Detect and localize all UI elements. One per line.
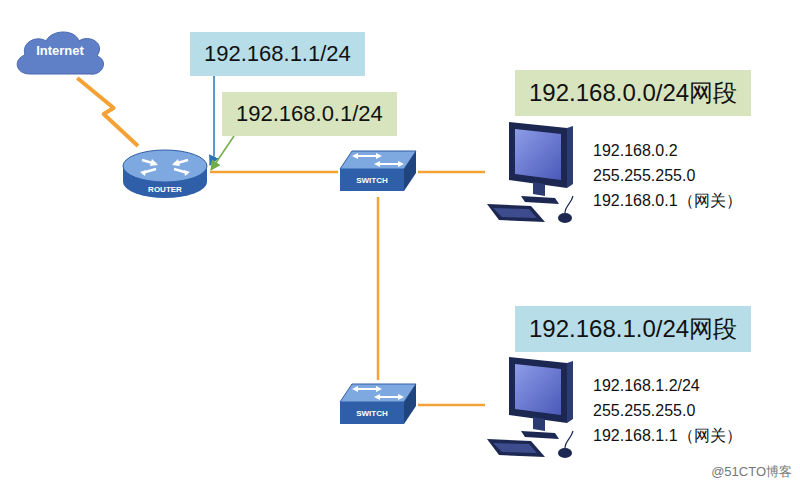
- address-block: 192.168.1.2/24255.255.255.0192.168.1.1（网…: [593, 353, 742, 448]
- pointer-arrow: [210, 76, 214, 165]
- device-text: SWITCH: [340, 409, 404, 419]
- network-cable: [418, 171, 485, 174]
- interface-label: 192.168.0.1/24: [222, 92, 397, 136]
- switch-icon: [338, 380, 418, 430]
- label-text: 192.168.0.0/24网段: [529, 75, 737, 111]
- switch: SWITCH: [338, 380, 418, 430]
- computer-icon: [485, 118, 585, 228]
- internet-cloud: Internet: [12, 28, 108, 78]
- watermark: @51CTO博客: [711, 463, 792, 481]
- subnet-label: 192.168.1.0/24网段: [515, 306, 751, 352]
- network-cable: [418, 404, 485, 407]
- switch: SWITCH: [338, 147, 418, 197]
- label-text: 192.168.1.1/24: [204, 37, 351, 71]
- label-text: 192.168.1.0/24网段: [529, 311, 737, 347]
- label-text: 192.168.0.1/24: [236, 97, 383, 131]
- router: ROUTER: [120, 142, 210, 202]
- network-cable: [377, 197, 380, 380]
- switch-icon: [338, 147, 418, 197]
- device-text: SWITCH: [340, 176, 404, 186]
- computer: 192.168.0.2255.255.255.0192.168.0.1（网关）: [485, 118, 742, 228]
- network-cable: [210, 171, 338, 174]
- subnet-label: 192.168.0.0/24网段: [515, 70, 751, 116]
- address-block: 192.168.0.2255.255.255.0192.168.0.1（网关）: [593, 118, 742, 213]
- address-text: 192.168.0.2: [593, 138, 742, 163]
- computer-icon: [485, 353, 585, 463]
- address-text: 255.255.255.0: [593, 398, 742, 423]
- interface-label: 192.168.1.1/24: [190, 32, 365, 76]
- address-text: 192.168.0.1（网关）: [593, 188, 742, 213]
- address-text: 255.255.255.0: [593, 163, 742, 188]
- lightning-link: [77, 78, 138, 146]
- pointer-arrow: [211, 136, 234, 170]
- device-text: ROUTER: [120, 185, 210, 195]
- address-text: 192.168.1.2/24: [593, 373, 742, 398]
- cloud-text: Internet: [12, 43, 108, 58]
- address-text: 192.168.1.1（网关）: [593, 423, 742, 448]
- computer: 192.168.1.2/24255.255.255.0192.168.1.1（网…: [485, 353, 742, 463]
